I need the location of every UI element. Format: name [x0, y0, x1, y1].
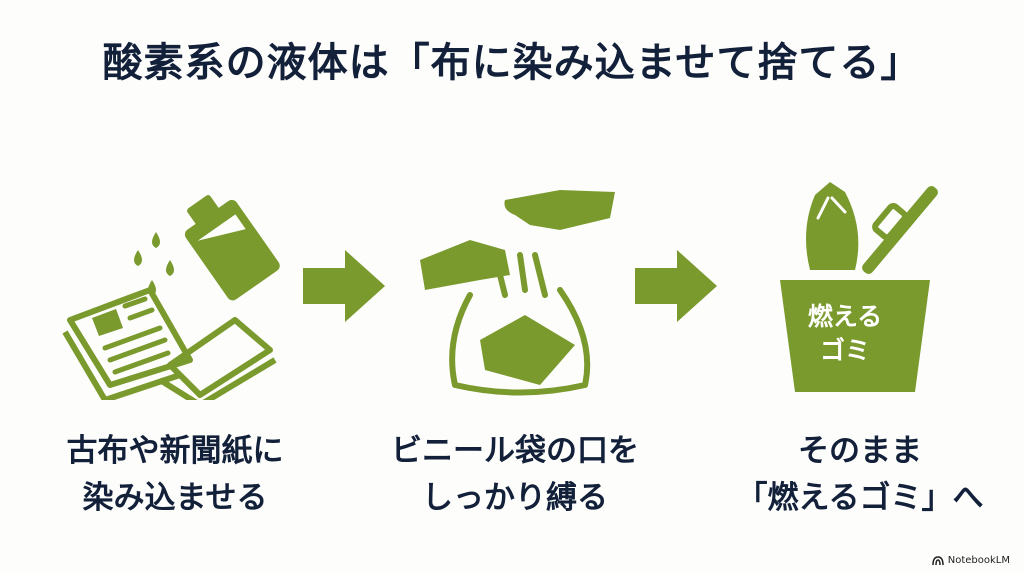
notebooklm-logo-icon — [932, 556, 944, 565]
step-3-caption: そのまま 「燃えるゴミ」へ — [720, 428, 1000, 522]
caption-line2: 染み込ませる — [82, 480, 268, 516]
arrow-right-icon — [635, 250, 717, 322]
step-2-caption: ビニール袋の口を しっかり縛る — [355, 428, 675, 522]
caption-line1: 古布や新聞紙に — [66, 433, 284, 469]
trash-bin-icon — [780, 182, 938, 392]
hands-tying-plastic-bag-icon — [420, 190, 615, 396]
caption-line2: 「燃えるゴミ」へ — [736, 480, 984, 516]
bottle-pouring-on-newspaper-and-cloth-icon — [62, 195, 280, 400]
page-title: 酸素系の液体は「布に染み込ませて捨てる」 — [102, 40, 922, 86]
caption-line1: ビニール袋の口を — [391, 433, 639, 469]
bin-label-line1: 燃える — [807, 302, 883, 331]
bin-label: 燃える ゴミ — [790, 300, 900, 368]
caption-line1: そのまま — [798, 433, 922, 469]
branding: NotebookLM — [932, 555, 1010, 566]
branding-label: NotebookLM — [947, 555, 1010, 566]
bin-label-line2: ゴミ — [819, 336, 870, 365]
caption-line2: しっかり縛る — [422, 480, 608, 516]
step-1-caption: 古布や新聞紙に 染み込ませる — [30, 428, 320, 522]
arrow-right-icon — [303, 250, 385, 322]
